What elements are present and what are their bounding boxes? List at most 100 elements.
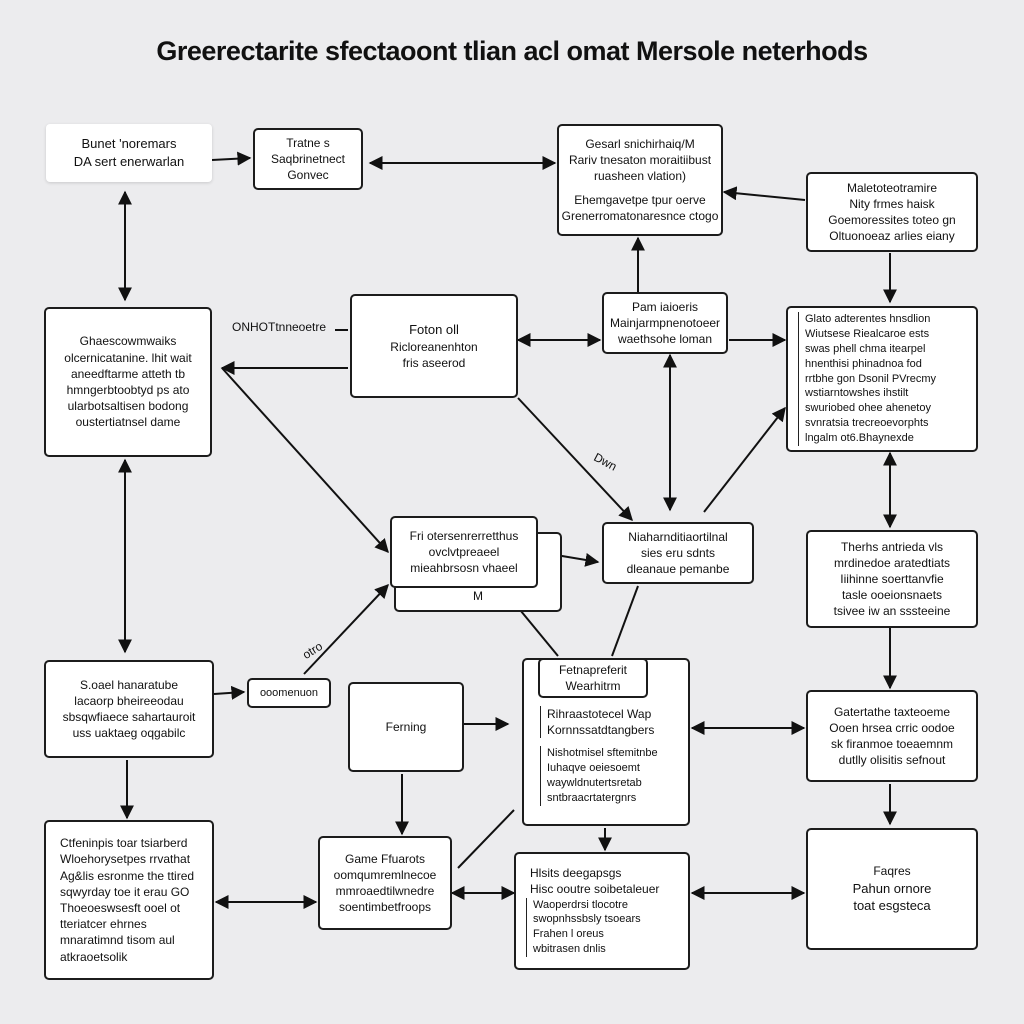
node-tratne[interactable]: Tratne s Saqbrinetnect Gonvec (253, 128, 363, 190)
node-line: Grenerromatonaresnce ctogo (561, 209, 719, 224)
node-line: Oltuonoeaz arlies eiany (829, 229, 955, 244)
node-hlsits-deegapsgs[interactable]: Hlsits deegapsgs Hisc ooutre soibetaleue… (514, 852, 690, 970)
node-gesarl[interactable]: Gesarl snichirhaiq/M Rariv tnesaton mora… (557, 124, 723, 236)
node-line: dutlly olisitis sefnout (838, 753, 946, 768)
node-line: uss uaktaeg oqgabilc (72, 726, 186, 741)
node-foton-oll[interactable]: Foton oll Ricloreanenhton fris aseerod (350, 294, 518, 398)
node-line: Gonvec (287, 168, 329, 183)
node-ctfeninpis[interactable]: Ctfeninpis toar tsiarberd Wloehorysetpes… (44, 820, 214, 980)
node-ferning[interactable]: Ferning (348, 682, 464, 772)
node-line: Bunet 'noremars (81, 136, 177, 152)
node-faqres[interactable]: Faqres Pahun ornore toat esgsteca (806, 828, 978, 950)
node-line: wbitrasen dnlis (526, 942, 606, 957)
node-line: M (473, 588, 483, 603)
node-line: Niaharnditiaortilnal (628, 529, 728, 544)
node-line: Ricloreanenhton (390, 339, 478, 354)
node-line: Gesarl snichirhaiq/M (585, 136, 695, 151)
node-line: svnratsia trecreoevorphts (798, 416, 929, 431)
node-line: wstiarntowshes ihstilt (798, 386, 908, 402)
node-line: Pahun ornore (852, 880, 932, 896)
node-line: ooomenuon (259, 686, 319, 699)
node-line: Saqbrinetnect (270, 151, 346, 166)
node-pam-iaioeris[interactable]: Pam iaioeris Mainjarmpnenotoeer waethsoh… (602, 292, 728, 354)
node-line: Wearhitrm (565, 679, 621, 693)
node-line: Tratne s (286, 135, 330, 150)
node-line: ovclvtpreaeel (428, 544, 500, 559)
node-line: mmroaedtilwnedre (335, 884, 435, 898)
edge-n19-n16 (457, 809, 515, 869)
node-line: DA sert enerwarlan (73, 154, 185, 169)
node-line: Hlsits deegapsgs (530, 866, 622, 881)
node-line: soentimbetfroops (338, 900, 432, 915)
node-line: Frahen l oreus (526, 927, 604, 943)
diagram-title: Greerectarite sfectaoont tlian acl omat … (156, 36, 868, 66)
node-line: Ferning (385, 719, 427, 734)
node-game-ffuarots[interactable]: Game Ffuarots oomqumremlnecoe mmroaedtil… (318, 836, 452, 930)
node-line: Nity frmes haisk (849, 196, 935, 211)
node-bunet-noremars[interactable]: Bunet 'noremars DA sert enerwarlan (46, 124, 212, 182)
node-line: Therhs antrieda vls (840, 539, 944, 554)
edge-n8-n10 (703, 406, 786, 513)
node-line: Maletoteotramire (846, 180, 938, 195)
edge-n13-n9 (303, 583, 389, 675)
edge-n1-n2 (211, 151, 252, 166)
node-ooomenuon[interactable]: ooomenuon (247, 678, 331, 708)
node-line: mieahbrsosn vhaeel (410, 561, 518, 576)
node-line: Wloehorysetpes rrvathat (60, 852, 191, 867)
node-line: Nishotmisel sftemitnbe (540, 746, 658, 762)
node-line: lacaorp bheireeodau (74, 693, 184, 708)
node-line: dleanaue pemanbe (626, 562, 730, 577)
node-line: Waoperdrsi tlocotre (526, 897, 628, 913)
node-line: Ctfeninpis toar tsiarberd (60, 836, 188, 851)
node-line: sies eru sdnts (640, 545, 716, 560)
edge-n3-n4 (722, 186, 806, 201)
edge-label-onhot: ONHOTtnneoetre (232, 320, 327, 334)
node-line: tteriatcer ehrnes (60, 917, 147, 932)
node-line: Mainjarmpnenotoeer (609, 315, 721, 330)
node-line: Ehemgavetpe tpur oerve (574, 193, 706, 208)
node-line: swopnhssbsly tsoears (526, 912, 641, 928)
edge-n12-n13 (213, 685, 246, 700)
node-line: S.oael hanaratube (79, 677, 179, 692)
node-gatertathe[interactable]: Gatertathe taxteoeme Ooen hrsea crric oo… (806, 690, 978, 782)
node-fri-otersenrerretthus[interactable]: Fri otersenrerretthus ovclvtpreaeel miea… (390, 516, 538, 588)
node-line: Rihraastotecel Wap (540, 706, 651, 723)
node-line: fris aseerod (402, 355, 466, 370)
node-ghaescowmwaiks[interactable]: Ghaescowmwaiks olcernicatanine. lhit wai… (44, 307, 212, 457)
node-line: lngalm ot6.Bhaynexde (798, 430, 914, 446)
node-line: ularbotsaltisen bodong (67, 399, 189, 414)
node-line: sk firanmoe toeaemnm (830, 737, 954, 751)
node-line: tasle ooeionsnaets (841, 588, 943, 603)
node-line: waywldnutertsretab (540, 776, 642, 791)
node-line: mrdinedoe aratedtiats (833, 555, 951, 570)
node-line: Game Ffuarots (344, 851, 426, 866)
node-line: ruasheen vlation) (593, 168, 687, 183)
node-line: hmngerbtoobtyd ps ato (66, 383, 190, 397)
node-line: Goemoressites toteo gn (828, 213, 956, 227)
node-line: Ag&lis esronme the ttired (60, 868, 195, 883)
node-line: sntbraacrtatergnrs (540, 790, 636, 806)
node-niaharnditiaortilnal[interactable]: Niaharnditiaortilnal sies eru sdnts dlea… (602, 522, 754, 584)
node-line: toat esgsteca (853, 898, 931, 914)
node-line: Hisc ooutre soibetaleuer (530, 882, 660, 897)
node-maletoteotramire[interactable]: Maletoteotramire Nity frmes haisk Goemor… (806, 172, 978, 252)
node-line: hnenthisi phinadnoa fod (798, 356, 922, 372)
node-line: Iiihinne soerttanvfie (840, 571, 944, 586)
node-line: mnaratimnd tisom aul (60, 933, 175, 948)
node-fetnapreferit[interactable]: Fetnapreferit Wearhitrm (538, 658, 648, 698)
node-line: rrtbhe gon Dsonil PVrecmy (798, 371, 936, 387)
node-line: atkraoetsolik (60, 949, 128, 964)
node-line: Wiutsese Riealcaroe ests (798, 327, 929, 342)
node-line: Ghaescowmwaiks (79, 334, 177, 349)
node-glato-adterentes[interactable]: Glato adterentes hnsdlion Wiutsese Rieal… (786, 306, 978, 452)
node-therhs-antrieda[interactable]: Therhs antrieda vls mrdinedoe aratedtiat… (806, 530, 978, 628)
node-soael-hanaratube[interactable]: S.oael hanaratube lacaorp bheireeodau sb… (44, 660, 214, 758)
node-line: Gatertathe taxteoeme (833, 704, 951, 719)
node-line: Pam iaioeris (631, 299, 699, 314)
node-line: Fri otersenrerretthus (409, 528, 519, 543)
node-line: Faqres (873, 864, 911, 879)
node-line: Thoeoeswsesft ooel ot (60, 901, 181, 915)
node-line: Kornnssatdtangbers (540, 722, 654, 739)
edge-n10-n16 (611, 585, 639, 657)
